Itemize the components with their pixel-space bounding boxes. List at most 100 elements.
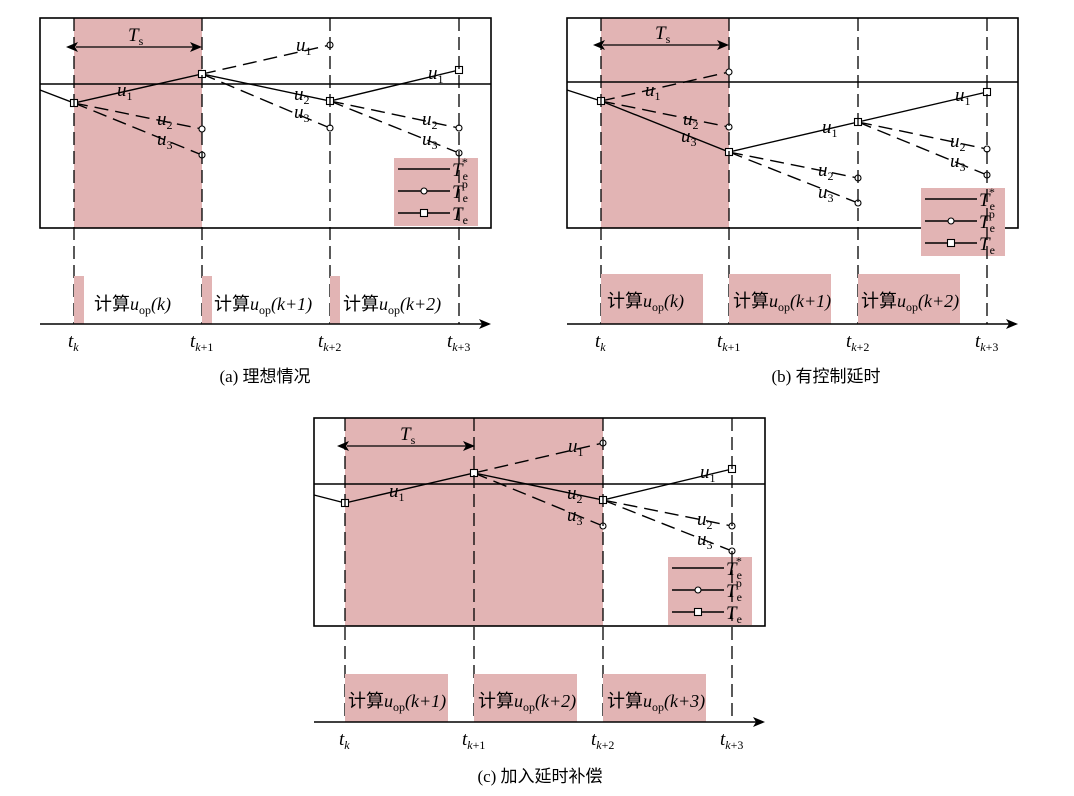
u3-predict-a2	[329, 100, 460, 154]
u2-predict-a1	[73, 102, 203, 130]
marker-circle	[725, 68, 733, 76]
tick-label: tk	[339, 729, 350, 752]
legend-marker-square	[419, 208, 429, 218]
u-label: u1	[389, 481, 405, 504]
compute-block	[74, 276, 84, 324]
caption-c: (c) 加入延时补偿	[477, 767, 602, 786]
u-label: u2	[697, 509, 713, 532]
compute-label-c1: 计算uop(k+1)	[348, 691, 446, 714]
tick-label: tk+3	[720, 729, 743, 752]
u-label: u3	[697, 529, 713, 552]
caption-a: (a) 理想情况	[219, 367, 310, 386]
marker-circle	[198, 125, 206, 133]
u-label: u2	[294, 84, 310, 107]
compute-label-a1: 计算uop(k)	[94, 294, 171, 317]
u-label: u1	[296, 35, 312, 58]
compute-block	[601, 274, 703, 324]
shade-period-a	[74, 18, 202, 228]
legend-label-pred: Tep	[452, 177, 468, 205]
u-label: u1	[700, 462, 716, 485]
ts-label-a: Ts	[128, 25, 144, 48]
u2-predict-b2	[728, 151, 859, 179]
tick-label: tk	[68, 331, 79, 354]
caption-b: (b) 有控制延时	[771, 367, 880, 386]
compute-block	[202, 276, 212, 324]
legend-label-actual: Te	[979, 234, 995, 257]
compute-label-b1: 计算uop(k)	[607, 291, 684, 314]
u-label: u3	[950, 151, 966, 174]
legend-c: Te* Tep Te	[668, 554, 752, 626]
legend-marker-circle	[694, 586, 702, 594]
u1-predict-c	[473, 442, 604, 474]
u-label: u3	[157, 129, 173, 152]
tick-label: tk+1	[190, 331, 213, 354]
tick-label: tk+2	[318, 331, 341, 354]
plot-frame-a	[39, 17, 492, 229]
compute-block	[603, 674, 706, 722]
tick-label: tk+1	[717, 331, 740, 354]
u1-predict-b	[600, 71, 730, 102]
legend-marker-circle	[947, 217, 955, 225]
tick-label: tk+3	[975, 331, 998, 354]
compute-block	[345, 674, 448, 722]
u-label: u2	[157, 109, 173, 132]
plot-frame-b	[566, 17, 1019, 229]
u-label: u3	[294, 102, 310, 125]
u-label: u3	[681, 126, 697, 149]
u-label: u2	[950, 131, 966, 154]
u-label: u1	[645, 80, 661, 103]
u2-predict-c2	[602, 499, 733, 527]
u-label: u1	[955, 85, 971, 108]
legend-label-ref: Te*	[726, 554, 742, 582]
legend-label-pred: Tep	[979, 207, 995, 235]
panel-a: Ts u1 u1 u1 u2 u3 u2 u3 u2 u3 Te*	[39, 17, 492, 386]
u3-predict-a3	[201, 73, 331, 129]
u1-predict-a	[201, 44, 331, 75]
legend-marker-circle	[420, 187, 428, 195]
u-label: u2	[818, 160, 834, 183]
u-label: u3	[422, 129, 438, 152]
legend-label-ref: Te*	[452, 155, 468, 183]
u-label: u1	[117, 80, 133, 103]
u-label: u2	[567, 483, 583, 506]
legend-label-ref: Te*	[979, 185, 995, 213]
u-label: u1	[428, 63, 444, 86]
u2-predict-b1	[600, 100, 730, 128]
plot-frame-c	[313, 417, 766, 627]
u3-predict-b2	[728, 151, 859, 204]
legend-b: Te* Tep Te	[921, 185, 1005, 257]
legend-marker-square	[693, 607, 703, 617]
te-actual-curve-c	[344, 468, 733, 504]
panel-b: Ts u1 u1 u2 u3 u1 u2 u3 u2 u3 Te*	[566, 17, 1019, 386]
u3-predict-b3	[857, 121, 988, 176]
compute-block	[729, 274, 831, 324]
u-label: u2	[683, 109, 699, 132]
ts-label-c: Ts	[400, 424, 416, 447]
ts-label-b: Ts	[655, 23, 671, 46]
u2-predict-b3	[857, 121, 988, 150]
compute-label-b2: 计算uop(k+1)	[733, 291, 831, 314]
te-actual-curve-c-lead	[313, 494, 346, 504]
tick-label: tk	[595, 331, 606, 354]
tick-label: tk+1	[462, 729, 485, 752]
compute-block	[858, 274, 960, 324]
tick-label: tk+2	[591, 729, 614, 752]
u-label: u2	[422, 109, 438, 132]
u3-predict-a1	[73, 102, 203, 156]
u3-predict-c2	[602, 499, 733, 552]
compute-block	[330, 276, 340, 324]
compute-block	[474, 674, 577, 722]
legend-label-actual: Te	[452, 204, 468, 227]
u-label: u1	[822, 117, 838, 140]
compute-label-b3: 计算uop(k+2)	[861, 291, 959, 314]
legend-label-pred: Tep	[726, 576, 742, 604]
u-label: u1	[568, 436, 584, 459]
legend-a: Te* Tep Te	[394, 155, 478, 227]
compute-label-a2: 计算uop(k+1)	[214, 294, 312, 317]
tick-label: tk+2	[846, 331, 869, 354]
compute-label-a3: 计算uop(k+2)	[343, 294, 441, 317]
panel-c: Ts u1 u1 u1 u2 u3 u2 u3 Te* Tep T	[313, 417, 766, 786]
u-label: u3	[567, 505, 583, 528]
